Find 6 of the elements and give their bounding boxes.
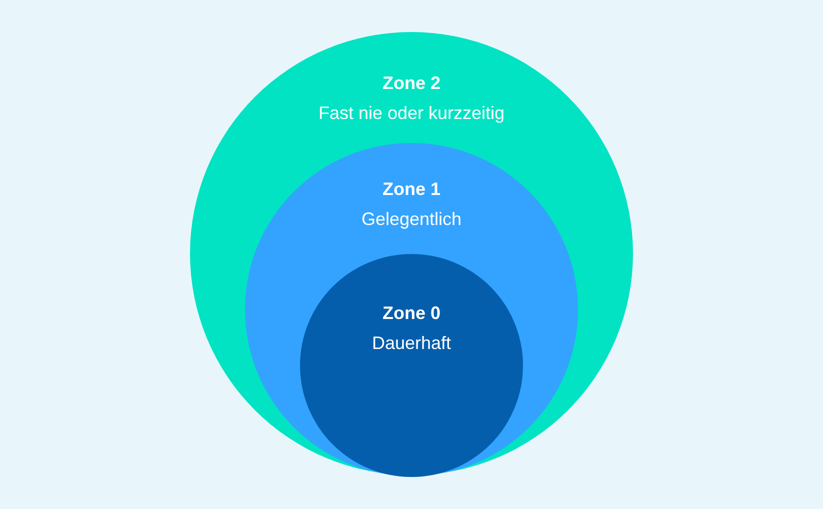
zone-title: Zone 0 (382, 302, 440, 325)
zone-title: Zone 1 (382, 178, 440, 201)
zone-description: Dauerhaft (372, 332, 452, 355)
zone-description: Gelegentlich (361, 208, 462, 231)
zone-title: Zone 2 (382, 72, 440, 95)
zone-description: Fast nie oder kurzzeitig (318, 102, 505, 125)
